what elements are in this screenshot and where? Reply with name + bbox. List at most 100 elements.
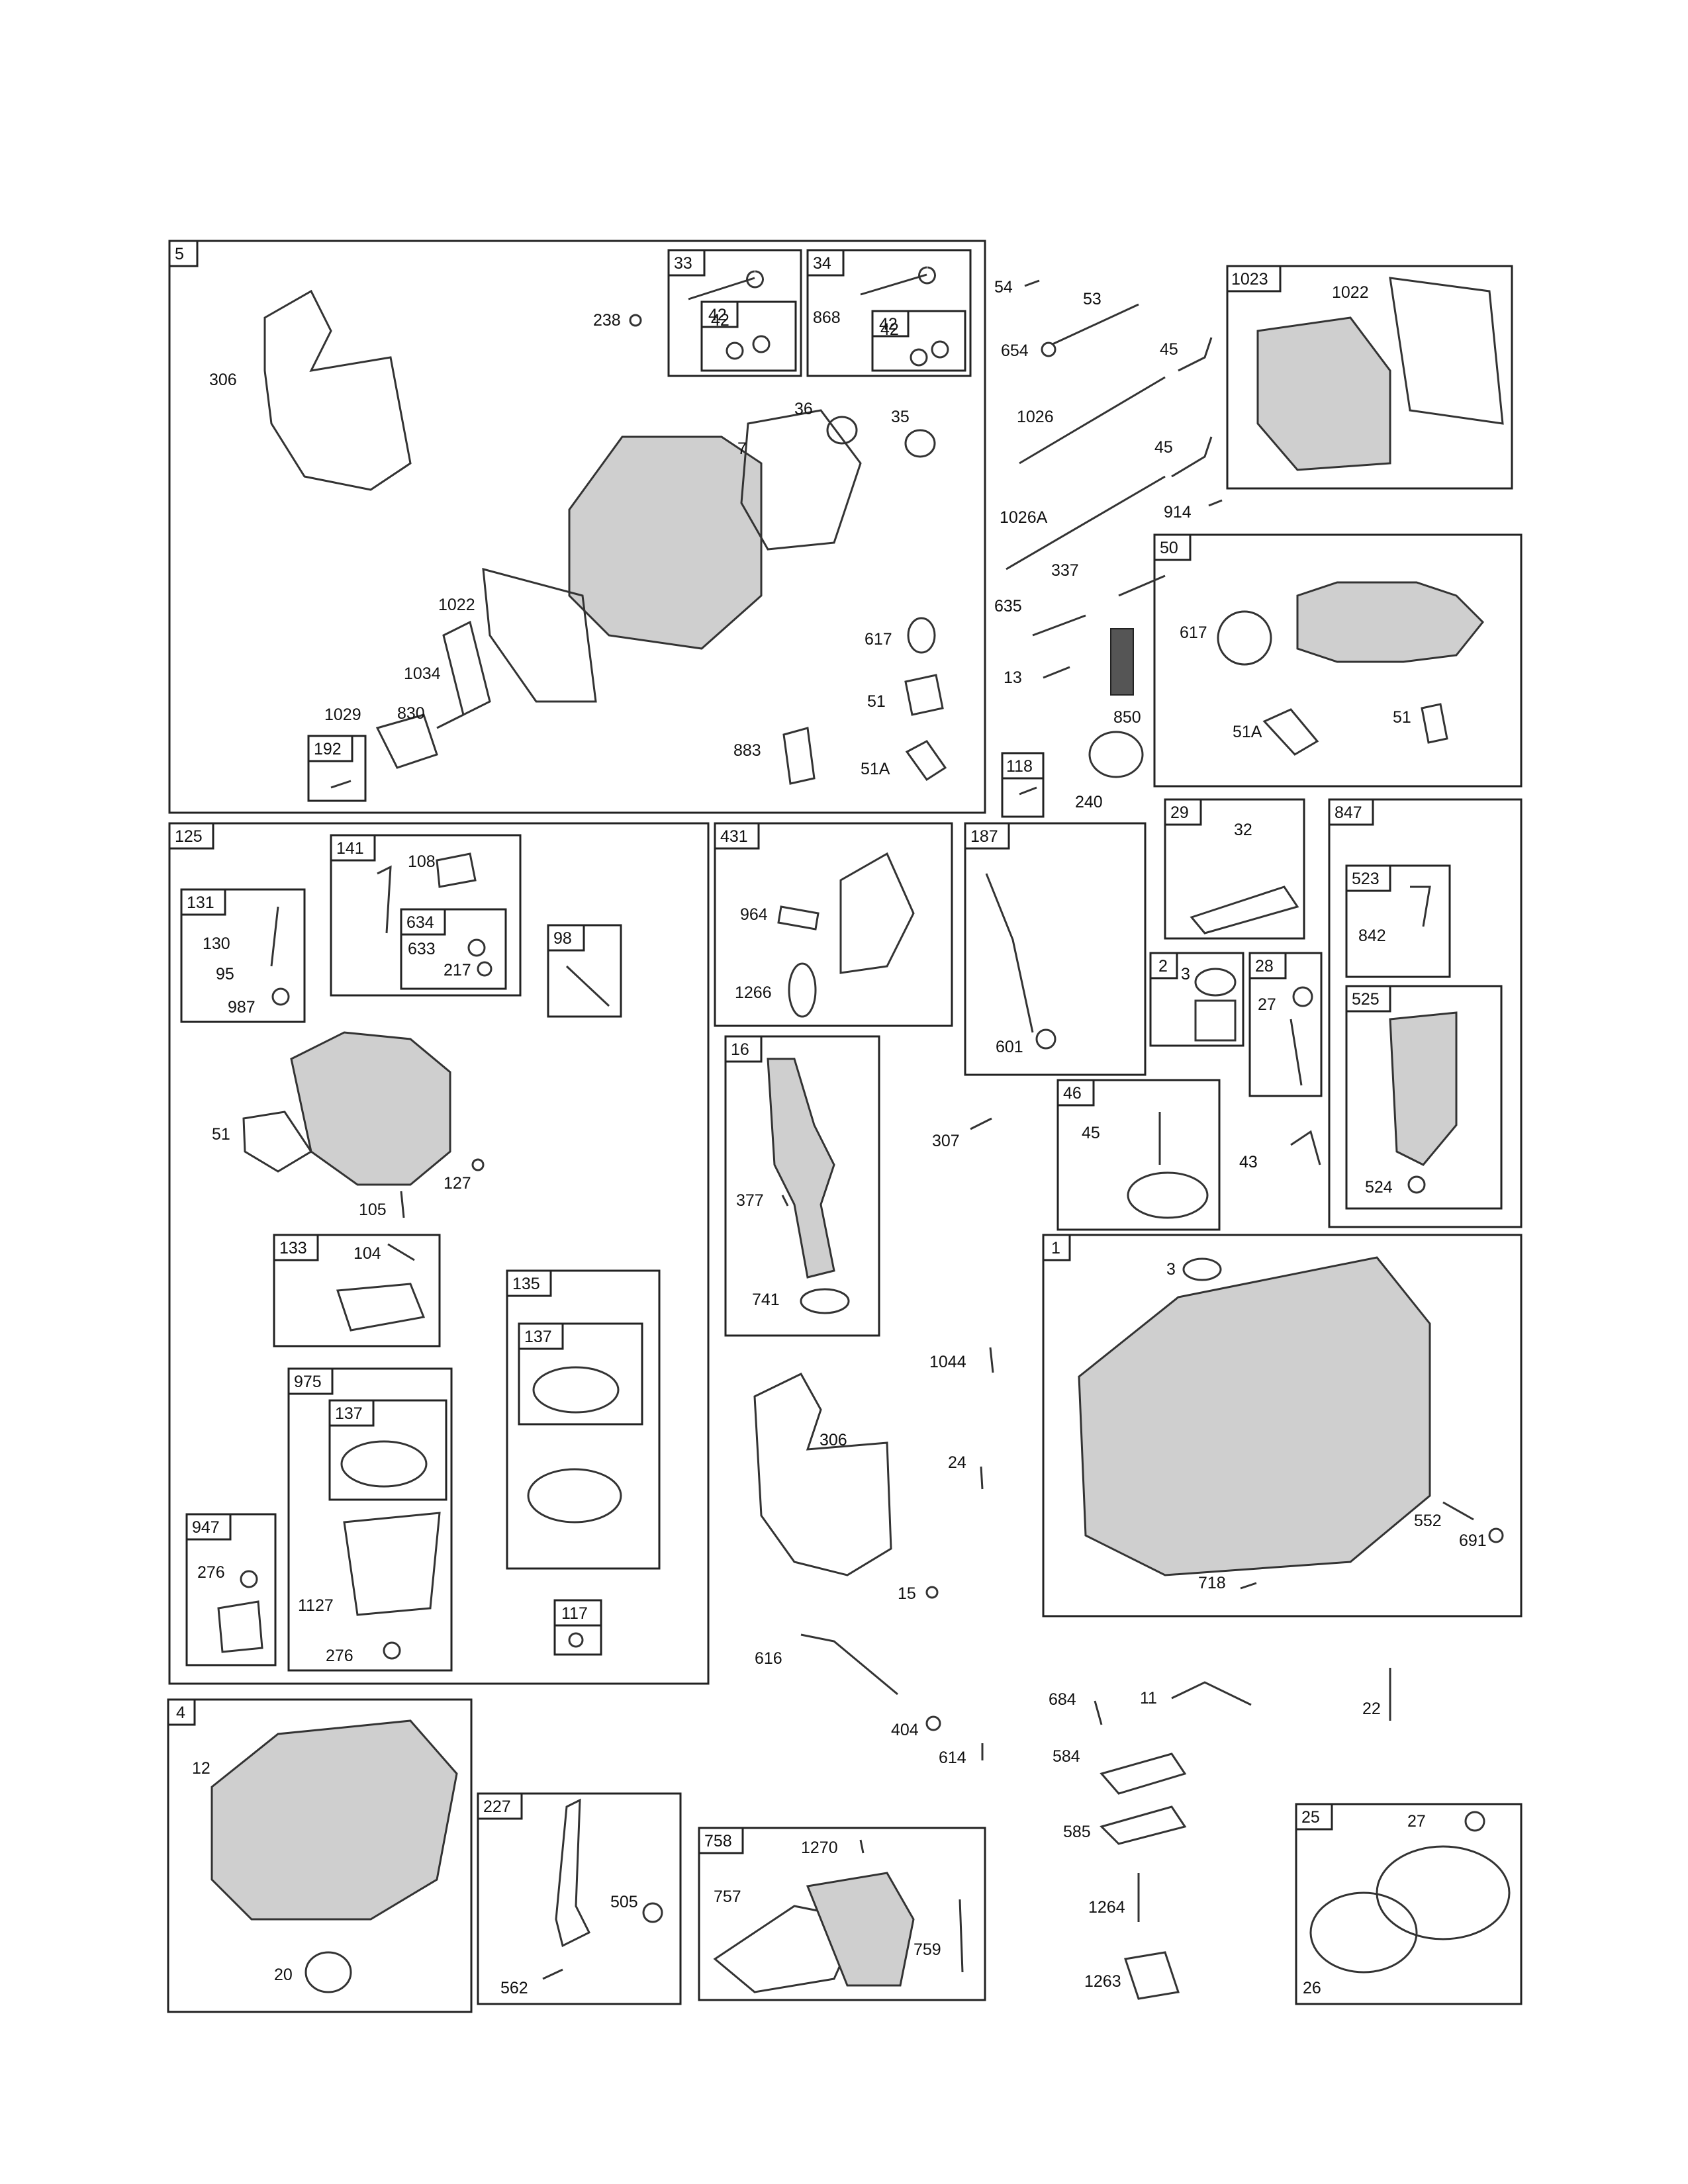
section-frames	[167, 240, 1523, 2013]
frame-634	[400, 908, 507, 990]
callout-377: 377	[736, 1191, 764, 1210]
tag-137b: 137	[328, 1399, 375, 1427]
plug-127-drawing	[471, 1158, 485, 1171]
governor-lever-drawing	[555, 1798, 591, 1948]
callout-43: 43	[1239, 1153, 1258, 1171]
clip-27b-drawing	[1464, 1811, 1485, 1832]
frame-33	[667, 249, 802, 377]
callout-964: 964	[740, 905, 768, 924]
solenoid-947-drawing	[217, 1600, 263, 1653]
gasket-51c-drawing	[242, 1111, 313, 1173]
tag-131-text: 131	[187, 893, 214, 912]
fuel-line-187-drawing	[985, 873, 1034, 1033]
carburetor-drawing	[290, 1031, 451, 1186]
callout-654: 654	[1001, 341, 1029, 360]
seal-3a-drawing	[1194, 968, 1237, 997]
tag-847: 847	[1328, 798, 1374, 826]
tag-525: 525	[1345, 985, 1391, 1013]
tag-5-text: 5	[175, 245, 184, 263]
tag-16: 16	[724, 1035, 763, 1063]
needle-131-drawing	[270, 906, 279, 967]
callout-1270: 1270	[801, 1839, 838, 1857]
callout-633: 633	[408, 940, 436, 958]
callout-1022a: 1022	[438, 596, 475, 614]
gasket-51a-drawing	[904, 674, 944, 716]
breather-1034-drawing	[442, 620, 491, 717]
bracket-108-drawing	[377, 865, 392, 934]
rocker-45a-drawing	[1178, 337, 1213, 372]
tag-34: 34	[806, 249, 845, 277]
frame-187	[964, 822, 1147, 1076]
callout-27a: 27	[1258, 995, 1276, 1014]
callout-35: 35	[891, 408, 910, 426]
screw-830-drawing	[436, 713, 464, 729]
gasket-51Ab-drawing	[1262, 708, 1319, 756]
tag-137b-text: 137	[335, 1404, 363, 1423]
tag-947: 947	[185, 1513, 232, 1541]
tag-192: 192	[307, 735, 353, 762]
callout-238: 238	[593, 311, 621, 330]
pin-24-drawing	[980, 1466, 984, 1490]
gasket-108-drawing	[436, 852, 477, 888]
callout-95: 95	[216, 965, 234, 983]
tag-1023-text: 1023	[1231, 270, 1268, 289]
elbow-431-drawing	[839, 852, 915, 974]
callout-552: 552	[1414, 1512, 1442, 1530]
callout-1264: 1264	[1088, 1898, 1125, 1917]
tag-431-text: 431	[720, 827, 748, 846]
plug-15-drawing	[925, 1586, 939, 1599]
tag-25-text: 25	[1301, 1808, 1320, 1827]
callout-3b: 3	[1166, 1260, 1176, 1279]
callout-1029: 1029	[324, 705, 361, 724]
washer-276b-drawing	[383, 1641, 401, 1660]
frame-141	[330, 834, 522, 997]
pin-635-drawing	[1032, 614, 1086, 637]
tag-135-text: 135	[512, 1275, 540, 1293]
callout-130: 130	[203, 934, 230, 953]
breather-240-drawing	[1088, 731, 1144, 778]
callout-7: 7	[737, 439, 747, 458]
frame-42b	[871, 310, 966, 372]
tag-118: 118	[1001, 752, 1045, 780]
frame-16	[724, 1035, 880, 1337]
callout-987: 987	[228, 998, 256, 1017]
gasket-51Aa-drawing	[905, 740, 947, 782]
washer-276a-drawing	[240, 1570, 258, 1588]
plug-217-drawing	[477, 961, 492, 977]
callout-12: 12	[192, 1759, 211, 1778]
tag-141-text: 141	[336, 839, 364, 858]
callout-53: 53	[1083, 290, 1102, 308]
callout-217: 217	[444, 961, 471, 979]
tag-50-text: 50	[1160, 539, 1178, 557]
screw-117-drawing	[568, 1632, 584, 1648]
tag-117: 117	[553, 1599, 602, 1627]
cylinder-head-drawing	[568, 435, 763, 650]
screw-914-drawing	[1208, 499, 1223, 507]
callout-108: 108	[408, 852, 436, 871]
crankcase-drawing	[1078, 1256, 1431, 1576]
tag-192-text: 192	[314, 740, 342, 758]
connecting-rod-drawing	[1190, 886, 1299, 934]
dipstick-523-drawing	[1410, 886, 1431, 927]
intake-valve-drawing	[688, 270, 764, 300]
tag-133: 133	[273, 1234, 319, 1261]
dipstick-tube-525-drawing	[1389, 1011, 1458, 1166]
callout-13: 13	[1004, 668, 1022, 687]
tag-847-text: 847	[1335, 803, 1362, 822]
section-tags: 5 33 42 34 42 1023 50 192 118 125 141 13…	[167, 240, 1391, 1854]
tag-187-text: 187	[970, 827, 998, 846]
tag-4-text: 4	[176, 1704, 185, 1722]
tag-42a-text: 42	[708, 306, 727, 324]
callout-584: 584	[1053, 1747, 1080, 1766]
callout-42a: 42	[711, 311, 729, 330]
tag-118-text: 118	[1006, 757, 1033, 776]
tag-5: 5	[168, 240, 199, 267]
callout-718: 718	[1198, 1574, 1226, 1592]
oil-sump-drawing	[211, 1719, 458, 1921]
sealant-850-drawing	[1110, 628, 1134, 696]
keeper-drawing-d	[931, 340, 949, 359]
tag-98-text: 98	[553, 929, 572, 948]
seal-20-drawing	[305, 1951, 352, 1993]
frame-42a	[700, 300, 797, 372]
callout-11: 11	[1140, 1689, 1157, 1707]
